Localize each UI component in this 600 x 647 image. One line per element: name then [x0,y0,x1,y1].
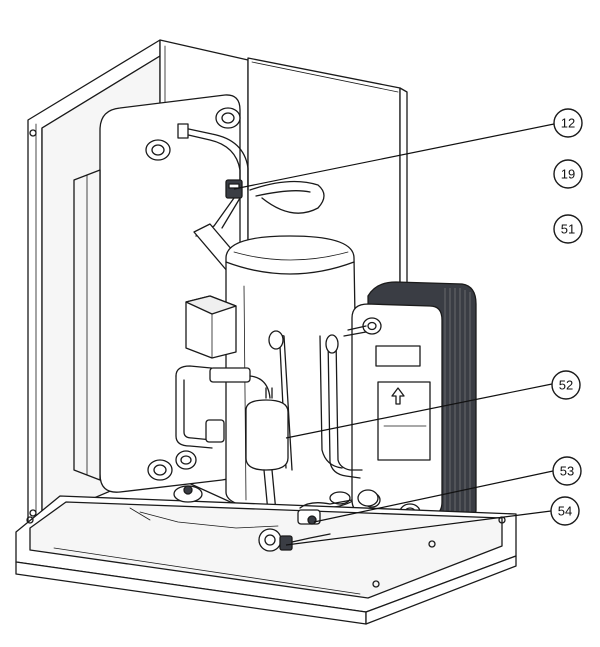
leader-lines [233,123,555,546]
svg-text:19: 19 [561,167,575,182]
leader-12 [233,123,555,190]
plate-heat-exchanger-right [351,281,477,523]
callout-54: 54 [550,496,580,526]
svg-text:54: 54 [558,504,572,519]
leader-52 [285,383,553,439]
svg-text:12: 12 [561,116,575,131]
leader-53 [313,470,554,523]
callout-12: 12 [553,108,583,138]
callout-51: 51 [553,214,583,244]
plate-heat-exchanger-left [73,94,241,493]
svg-text:51: 51 [561,222,575,237]
service-valves [258,489,379,552]
callout-19: 19 [553,159,583,189]
callout-52: 52 [551,370,581,400]
base-pan [15,495,517,625]
terminal-box [185,295,237,359]
svg-text:53: 53 [560,464,574,479]
callout-53: 53 [552,456,582,486]
leader-54 [285,510,552,546]
svg-text:52: 52 [559,378,573,393]
